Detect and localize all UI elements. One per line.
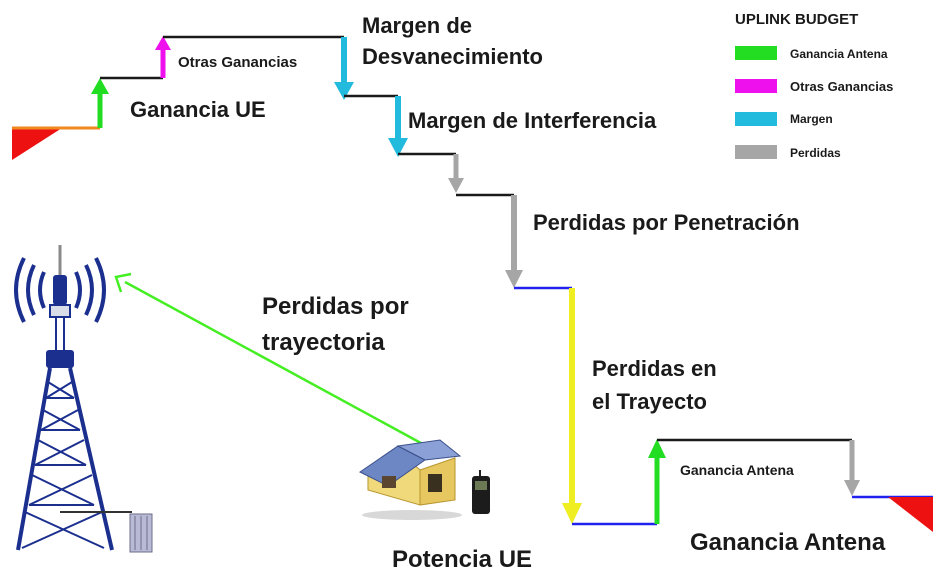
label-ganancia-ue: Ganancia UE: [130, 97, 266, 122]
otras-ganancias-arrow: [155, 36, 171, 78]
ganancia-ue-arrow: [91, 78, 109, 128]
label-perdidas-trayecto-2: el Trayecto: [592, 389, 707, 414]
label-otras-ganancias: Otras Ganancias: [178, 54, 297, 71]
label-perdidas-trayecto-1: Perdidas en: [592, 356, 717, 381]
label-ganancia-antena: Ganancia Antena: [690, 529, 886, 556]
budget-staircase: [12, 35, 933, 532]
legend-swatch: [735, 79, 777, 93]
perdidas-trayecto-arrow: [562, 288, 582, 524]
label-perdidas-trayectoria-2: trayectoria: [262, 329, 385, 356]
legend-swatch: [735, 112, 777, 126]
mobile-phone-icon: [472, 470, 490, 514]
ganancia-antena-arrow: [648, 439, 666, 524]
legend-item-perdidas: Perdidas: [735, 145, 841, 160]
house-icon: [359, 439, 462, 520]
trajectory-arrow: [114, 272, 431, 450]
label-margen-interferencia: Margen de Interferencia: [408, 108, 657, 133]
label-ganancia-antena-small: Ganancia Antena: [680, 462, 794, 478]
label-perdidas-penetracion: Perdidas por Penetración: [533, 210, 800, 235]
start-antenna-wedge-icon: [12, 128, 62, 160]
label-margen-desvanecimiento-2: Desvanecimiento: [362, 44, 543, 69]
legend-label: Perdidas: [790, 146, 841, 160]
legend-title: UPLINK BUDGET: [735, 11, 858, 28]
margen-interferencia-arrow: [388, 96, 408, 157]
legend-item-otras-ganancias: Otras Ganancias: [735, 79, 893, 94]
perdidas-arrow-final: [844, 440, 860, 496]
margen-desvanecimiento-arrow: [334, 37, 354, 100]
tower-icon: [14, 245, 132, 551]
legend-item-ganancia-antena: Ganancia Antena: [735, 46, 888, 61]
legend-swatch: [735, 145, 777, 159]
legend-label: Ganancia Antena: [790, 47, 888, 61]
label-perdidas-trayectoria-1: Perdidas por: [262, 293, 409, 320]
legend-swatch: [735, 46, 777, 60]
legend-label: Margen: [790, 112, 833, 126]
legend: UPLINK BUDGET Ganancia Antena Otras Gana…: [735, 11, 893, 160]
legend-item-margen: Margen: [735, 112, 833, 126]
legend-label: Otras Ganancias: [790, 79, 893, 94]
perdidas-arrow-1: [448, 154, 464, 193]
label-margen-desvanecimiento-1: Margen de: [362, 13, 472, 38]
perdidas-penetracion-arrow: [505, 195, 523, 288]
label-potencia-ue: Potencia UE: [392, 546, 532, 573]
end-antenna-wedge-icon: [888, 497, 933, 532]
equipment-cabinet-icon: [129, 513, 153, 553]
